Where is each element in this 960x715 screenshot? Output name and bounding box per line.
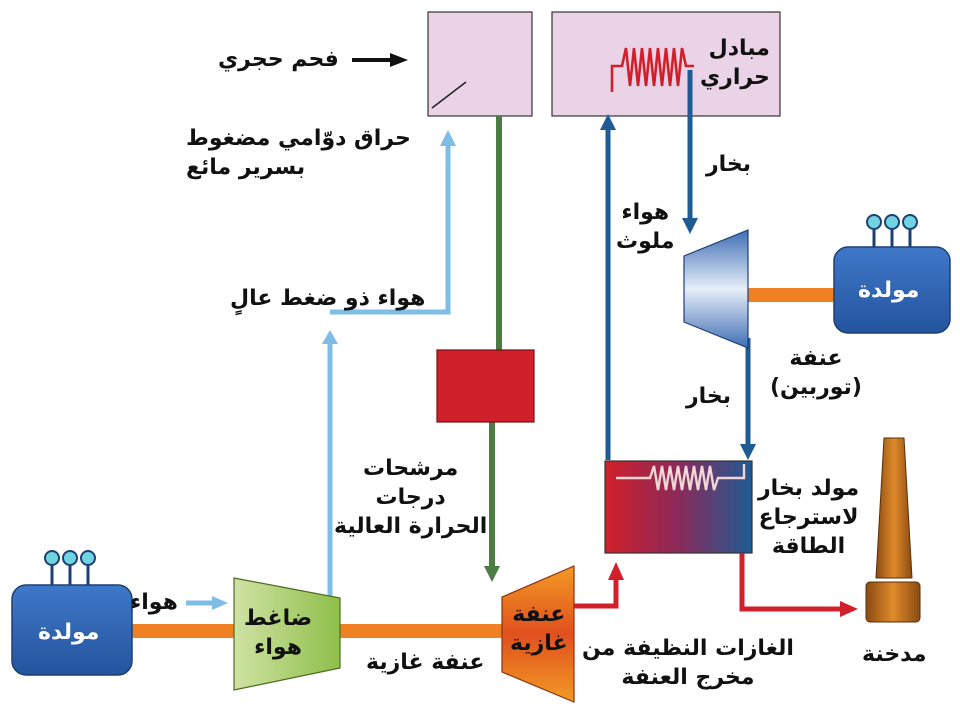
air-arrowhead-2 [440, 130, 456, 146]
filters-label: مرشحات درجات الحرارة العالية [334, 454, 487, 541]
hrsg-label-line1: مولد بخار [758, 476, 860, 501]
air-arrowhead-1 [322, 330, 338, 344]
dirty-air-label: هواء ملوث [616, 198, 675, 256]
heat-exchanger-label-line2: حراري [700, 65, 770, 90]
combustor-label-line2: بسرير مائع [186, 155, 306, 180]
hrsg-label-line3: الطاقة [771, 534, 846, 559]
air-compressor-label: ضاغط هواء [244, 604, 312, 662]
heat-exchanger-chamber [551, 11, 781, 117]
steam-top-label: بخار [706, 152, 752, 177]
gas-turbine [501, 565, 575, 703]
combustor-chamber [427, 11, 533, 117]
air-compressor [233, 577, 341, 691]
gas-turbine-label-line2: غازية [510, 631, 568, 656]
combustor-pointer [431, 81, 467, 109]
clean-gas-arrowhead [608, 562, 624, 580]
clean-gases-label-line1: الغازات النظيفة من [582, 636, 794, 661]
steam-turbine-label-line2: (توربين) [770, 375, 862, 400]
heat-exchanger-coil [610, 47, 694, 92]
filters-label-line2: درجات [375, 485, 446, 510]
hrsg-label: مولد بخار لاسترجاع الطاقة [758, 474, 859, 561]
left-shaft [130, 624, 240, 638]
heat-exchanger-label-line1: مبادل [708, 36, 770, 61]
filters-label-line1: مرشحات [363, 456, 459, 481]
stack-label: مدخنة [862, 642, 927, 667]
gas-turbine-label-line1: عنفة [512, 602, 566, 627]
dirty-air-label-line1: هواء [621, 200, 670, 225]
stack-base [865, 581, 921, 623]
stack-chimney [875, 437, 913, 579]
steam-arrowhead-top [682, 218, 698, 234]
high-temp-filter [436, 349, 535, 423]
generator-right-label: مولدة [858, 278, 920, 303]
high-pressure-air-label: هواء ذو ضغط عالٍ [230, 286, 426, 311]
heat-recovery-steam-generator [604, 460, 753, 554]
steam-arrowhead-mid [740, 444, 756, 460]
dirty-air-arrowhead [600, 114, 616, 130]
air-line-mid [330, 142, 451, 315]
generator-left [11, 550, 133, 676]
heat-exchanger-label: مبادل حراري [700, 34, 770, 92]
clean-gases-label-line2: مخرج العنفة [621, 665, 755, 690]
generator-right [833, 214, 951, 334]
compressor-turbine-shaft [340, 624, 505, 638]
clean-gases-label: الغازات النظيفة من مخرج العنفة [582, 634, 794, 692]
hrsg-coil [616, 464, 746, 491]
steam-turbine-label-line1: عنفة [789, 346, 843, 371]
combustor-label: حراق دوّامي مضغوط بسرير مائع [186, 124, 411, 182]
air-in-label: هواء [130, 590, 178, 615]
steam-turbine-shaft [748, 288, 834, 302]
steam-mid-label: بخار [686, 384, 732, 409]
filters-label-line3: الحرارة العالية [334, 514, 488, 539]
air-compressor-label-line2: هواء [254, 635, 302, 660]
green-arrowhead [484, 566, 500, 582]
exhaust-to-stack-line [739, 553, 842, 612]
dirty-air-label-line2: ملوث [616, 229, 675, 254]
coal-arrowhead [390, 53, 408, 67]
hrsg-label-line2: لاسترجاع [758, 505, 859, 530]
exhaust-arrowhead [840, 601, 858, 617]
gas-turbine-label: عنفة غازية [510, 600, 568, 658]
air-compressor-label-line1: ضاغط [244, 606, 313, 631]
combustor-label-line1: حراق دوّامي مضغوط [186, 126, 411, 151]
generator-left-label: مولدة [38, 620, 100, 645]
steam-turbine [683, 229, 749, 349]
steam-turbine-label: عنفة (توربين) [770, 344, 862, 402]
clean-gas-line [574, 578, 619, 609]
gas-turbine-shaft-label: عنفة غازية [366, 650, 485, 675]
coal-label: فحم حجري [218, 47, 339, 72]
air-inlet-arrowhead [212, 596, 228, 610]
